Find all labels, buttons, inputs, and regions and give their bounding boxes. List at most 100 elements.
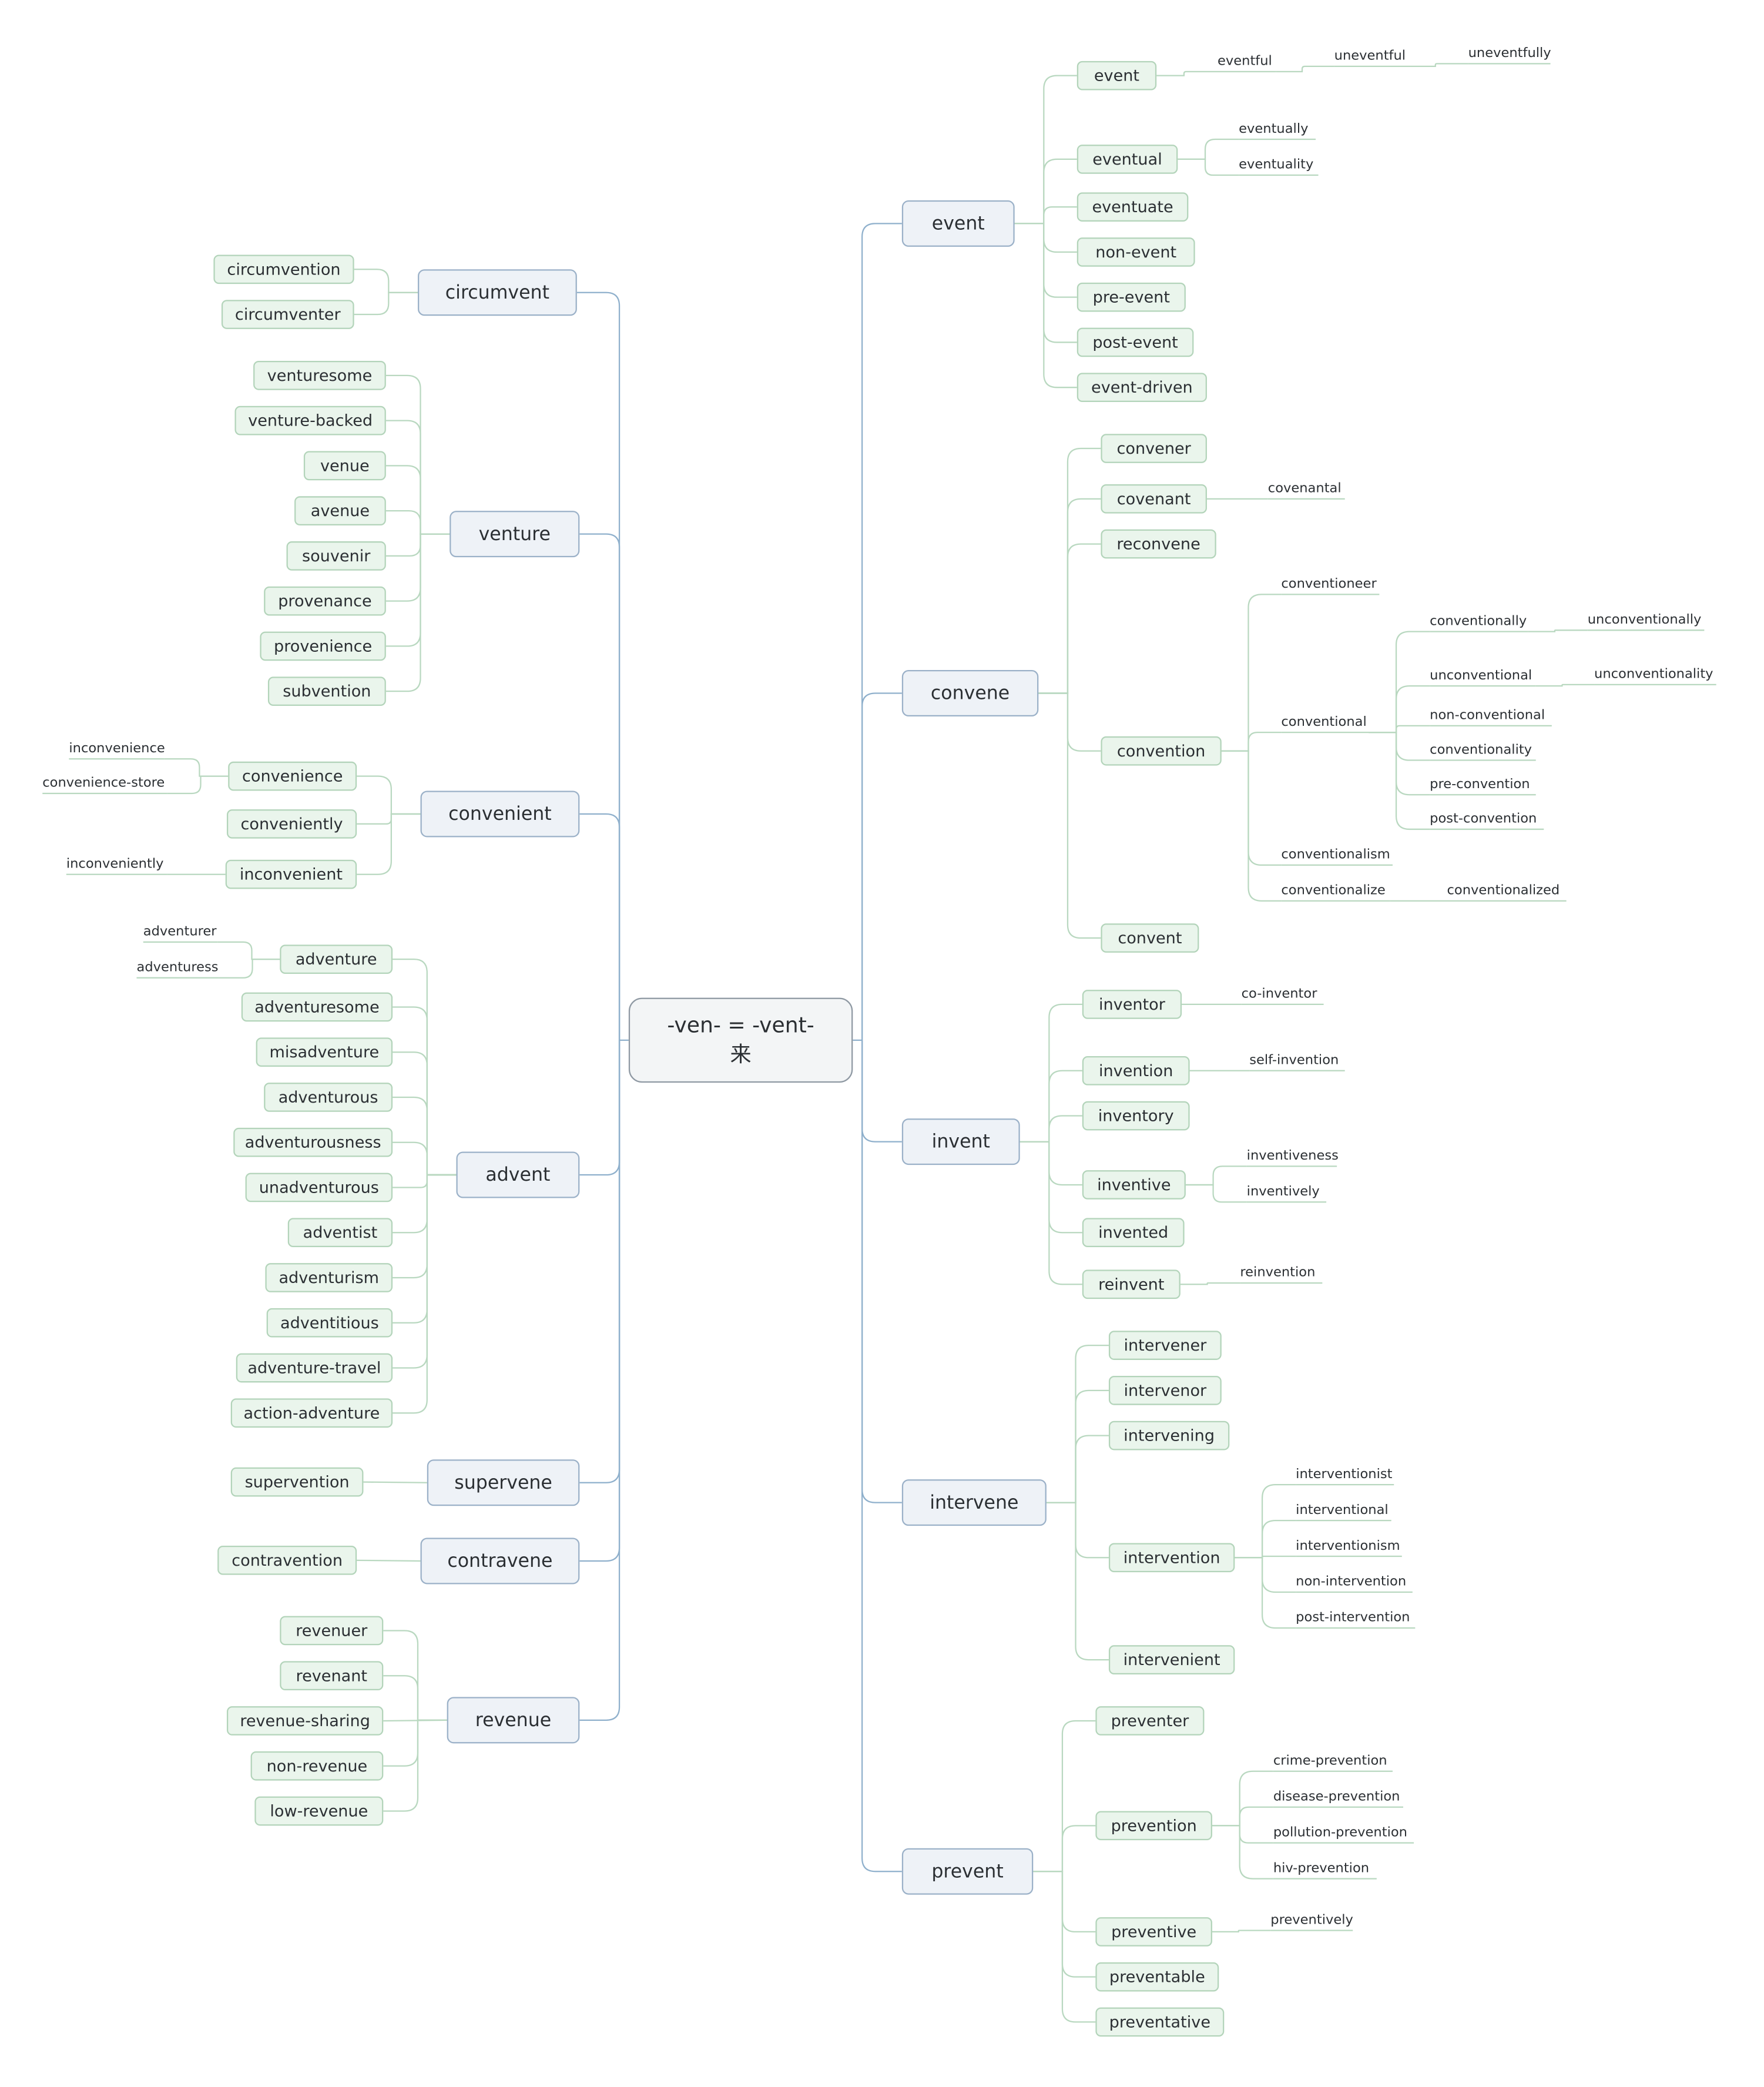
- leaf-post-intervention[interactable]: post-intervention: [1296, 1610, 1410, 1626]
- leaf-conventional[interactable]: conventional: [1281, 715, 1367, 730]
- node-convention[interactable]: convention: [1101, 736, 1222, 766]
- node-intervenient[interactable]: intervenient: [1108, 1645, 1235, 1674]
- leaf-inconvenience[interactable]: inconvenience: [69, 741, 165, 756]
- node-subvention[interactable]: subvention: [267, 676, 386, 706]
- leaf-post-convention[interactable]: post-convention: [1430, 812, 1537, 827]
- node-adventitious[interactable]: adventitious: [266, 1308, 393, 1338]
- node-intervenor[interactable]: intervenor: [1108, 1376, 1222, 1405]
- node-adventuresome[interactable]: adventuresome: [241, 992, 393, 1022]
- node-avenue[interactable]: avenue: [294, 496, 386, 525]
- node-venturesome[interactable]: venturesome: [253, 361, 386, 390]
- leaf-interventionist[interactable]: interventionist: [1296, 1467, 1393, 1482]
- leaf-conventionality[interactable]: conventionality: [1430, 743, 1532, 758]
- node-adventure-travel[interactable]: adventure-travel: [236, 1353, 393, 1383]
- leaf-unconventional[interactable]: unconventional: [1430, 668, 1532, 684]
- node-invention[interactable]: invention: [1082, 1056, 1190, 1086]
- node-provenance[interactable]: provenance: [264, 586, 386, 616]
- leaf-uneventfully[interactable]: uneventfully: [1468, 46, 1551, 61]
- branch-circumvent[interactable]: circumvent: [417, 269, 577, 316]
- leaf-conventionalize[interactable]: conventionalize: [1281, 883, 1386, 899]
- leaf-conventionalized[interactable]: conventionalized: [1447, 883, 1560, 899]
- branch-venture[interactable]: venture: [450, 511, 580, 558]
- branch-event[interactable]: event: [901, 200, 1015, 247]
- node-circumventer[interactable]: circumventer: [221, 300, 354, 329]
- node-reconvene[interactable]: reconvene: [1101, 529, 1216, 559]
- node-revenant[interactable]: revenant: [280, 1661, 384, 1691]
- leaf-inventiveness[interactable]: inventiveness: [1246, 1148, 1339, 1164]
- branch-supervene[interactable]: supervene: [427, 1459, 580, 1506]
- node-inventor[interactable]: inventor: [1082, 990, 1182, 1019]
- leaf-pollution-prevention[interactable]: pollution-prevention: [1273, 1825, 1407, 1841]
- node-souvenir[interactable]: souvenir: [286, 541, 386, 571]
- node-venture-backed[interactable]: venture-backed: [234, 406, 386, 436]
- branch-revenue[interactable]: revenue: [447, 1697, 580, 1744]
- node-covenant[interactable]: covenant: [1101, 484, 1207, 514]
- branch-convenient[interactable]: convenient: [420, 790, 580, 838]
- leaf-eventuality[interactable]: eventuality: [1239, 158, 1314, 173]
- leaf-pre-convention[interactable]: pre-convention: [1430, 777, 1530, 792]
- leaf-conventionally[interactable]: conventionally: [1430, 614, 1527, 629]
- leaf-inconveniently[interactable]: inconveniently: [66, 857, 164, 872]
- leaf-preventively[interactable]: preventively: [1270, 1913, 1353, 1928]
- node-intervening[interactable]: intervening: [1108, 1421, 1230, 1450]
- leaf-non-intervention[interactable]: non-intervention: [1296, 1575, 1407, 1590]
- branch-contravene[interactable]: contravene: [420, 1537, 580, 1584]
- node-convener[interactable]: convener: [1101, 434, 1207, 463]
- leaf-interventionism[interactable]: interventionism: [1296, 1539, 1400, 1554]
- leaf-hiv-prevention[interactable]: hiv-prevention: [1273, 1861, 1370, 1877]
- node-circumvention[interactable]: circumvention: [213, 254, 354, 284]
- node-reinvent[interactable]: reinvent: [1082, 1269, 1181, 1299]
- leaf-self-invention[interactable]: self-invention: [1249, 1053, 1339, 1068]
- leaf-interventional[interactable]: interventional: [1296, 1503, 1389, 1518]
- leaf-unconventionally[interactable]: unconventionally: [1587, 612, 1702, 628]
- node-inconvenient[interactable]: inconvenient: [225, 859, 357, 889]
- node-revenuer[interactable]: revenuer: [280, 1616, 384, 1646]
- leaf-adventuress[interactable]: adventuress: [136, 960, 219, 976]
- node-inventive[interactable]: inventive: [1082, 1170, 1186, 1200]
- branch-convene[interactable]: convene: [901, 670, 1039, 717]
- node-invented[interactable]: invented: [1082, 1218, 1185, 1248]
- root-topic[interactable]: -ven- = -vent-来: [628, 997, 853, 1083]
- leaf-uneventful[interactable]: uneventful: [1334, 49, 1406, 64]
- node-preventer[interactable]: preventer: [1095, 1706, 1205, 1736]
- node-unadventurous[interactable]: unadventurous: [245, 1173, 393, 1202]
- leaf-convenience-store[interactable]: convenience-store: [42, 776, 165, 791]
- leaf-non-conventional[interactable]: non-conventional: [1430, 708, 1545, 723]
- node-intervener[interactable]: intervener: [1108, 1331, 1222, 1360]
- node-eventuate[interactable]: eventuate: [1076, 192, 1189, 222]
- node-preventable[interactable]: preventable: [1095, 1962, 1219, 1992]
- node-adventurism[interactable]: adventurism: [265, 1263, 393, 1292]
- node-action-adventure[interactable]: action-adventure: [230, 1398, 393, 1428]
- leaf-covenantal[interactable]: covenantal: [1267, 481, 1342, 497]
- branch-intervene[interactable]: intervene: [901, 1479, 1047, 1526]
- leaf-crime-prevention[interactable]: crime-prevention: [1273, 1754, 1387, 1769]
- node-pre-event[interactable]: pre-event: [1076, 282, 1186, 312]
- node-adventurousness[interactable]: adventurousness: [233, 1127, 393, 1157]
- node-adventure[interactable]: adventure: [280, 944, 393, 974]
- node-preventive[interactable]: preventive: [1095, 1917, 1212, 1947]
- leaf-unconventionality[interactable]: unconventionality: [1594, 667, 1713, 682]
- node-non-event[interactable]: non-event: [1076, 237, 1195, 267]
- leaf-reinvention[interactable]: reinvention: [1240, 1265, 1316, 1281]
- node-misadventure[interactable]: misadventure: [256, 1037, 393, 1067]
- branch-prevent[interactable]: prevent: [901, 1848, 1034, 1895]
- leaf-eventful[interactable]: eventful: [1218, 54, 1272, 69]
- leaf-inventively[interactable]: inventively: [1246, 1184, 1320, 1200]
- node-event-driven[interactable]: event-driven: [1076, 373, 1207, 403]
- node-revenue-sharing[interactable]: revenue-sharing: [226, 1706, 384, 1736]
- node-convent[interactable]: convent: [1101, 923, 1199, 953]
- leaf-disease-prevention[interactable]: disease-prevention: [1273, 1790, 1400, 1805]
- node-venue[interactable]: venue: [303, 451, 386, 481]
- node-provenience[interactable]: provenience: [260, 631, 386, 661]
- node-prevention[interactable]: prevention: [1095, 1811, 1212, 1841]
- leaf-conventionalism[interactable]: conventionalism: [1281, 847, 1390, 863]
- node-intervention[interactable]: intervention: [1108, 1543, 1235, 1573]
- node-event[interactable]: event: [1076, 61, 1157, 91]
- node-supervention[interactable]: supervention: [230, 1467, 364, 1497]
- node-adventurous[interactable]: adventurous: [264, 1083, 393, 1112]
- node-preventative[interactable]: preventative: [1095, 2007, 1225, 2037]
- branch-invent[interactable]: invent: [901, 1118, 1020, 1165]
- node-low-revenue[interactable]: low-revenue: [254, 1796, 384, 1826]
- node-inventory[interactable]: inventory: [1082, 1101, 1190, 1131]
- leaf-eventually[interactable]: eventually: [1239, 122, 1309, 137]
